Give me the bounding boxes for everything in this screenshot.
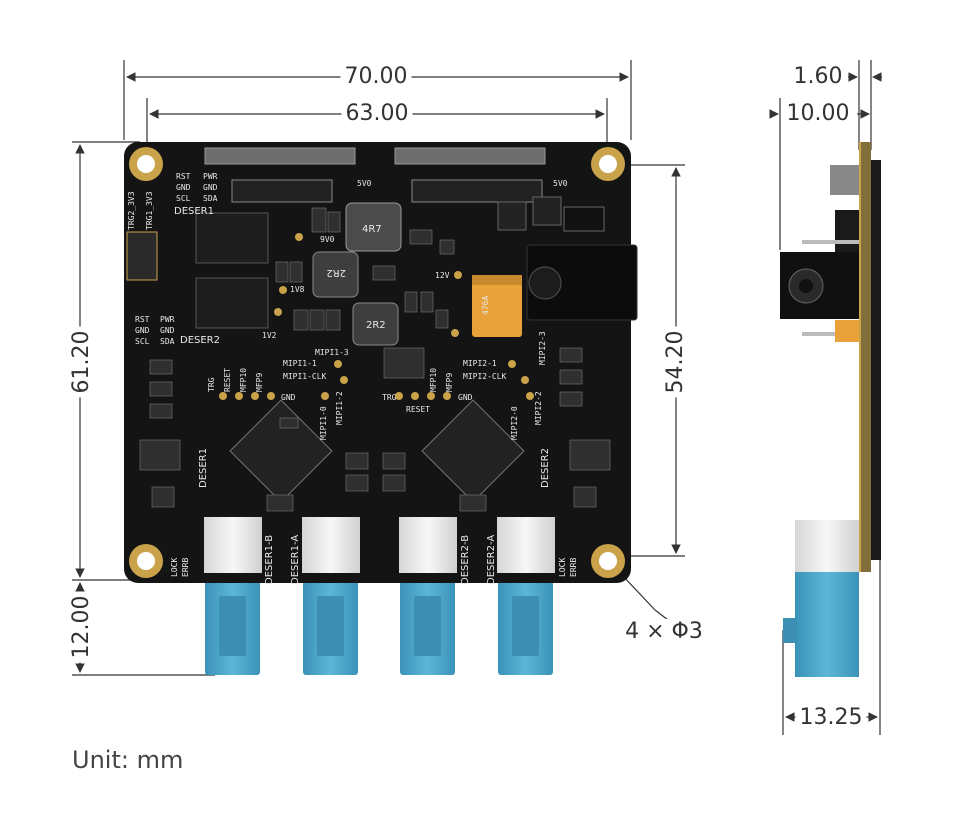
svg-text:5V0: 5V0	[553, 179, 568, 188]
svg-text:MIPI2-2: MIPI2-2	[534, 391, 543, 425]
dim-side-width: 13.25	[795, 705, 867, 731]
svg-text:SDA: SDA	[203, 194, 218, 203]
svg-text:1V8: 1V8	[290, 285, 305, 294]
svg-text:MIPI1-3: MIPI1-3	[315, 348, 349, 357]
svg-text:GND: GND	[203, 183, 218, 192]
mounting-holes	[129, 147, 625, 578]
board-side-view	[780, 142, 881, 677]
svg-text:GND: GND	[458, 393, 473, 402]
svg-text:9V0: 9V0	[320, 235, 335, 244]
svg-text:TRG1_3V3: TRG1_3V3	[145, 191, 154, 230]
svg-text:RST: RST	[176, 172, 191, 181]
svg-text:1V2: 1V2	[262, 331, 277, 340]
svg-text:4R7: 4R7	[362, 224, 382, 235]
svg-text:SCL: SCL	[176, 194, 191, 203]
svg-text:SCL: SCL	[135, 337, 150, 346]
svg-text:5V0: 5V0	[357, 179, 372, 188]
svg-text:PWR: PWR	[160, 315, 175, 324]
svg-text:DESER1: DESER1	[198, 448, 209, 488]
svg-text:PWR: PWR	[203, 172, 218, 181]
svg-text:2R2: 2R2	[366, 320, 386, 331]
svg-text:MIPI2-3: MIPI2-3	[538, 331, 547, 365]
dim-right-height: 54.20	[663, 326, 689, 398]
svg-text:GND: GND	[135, 326, 150, 335]
svg-text:RESET: RESET	[223, 368, 232, 392]
svg-text:DESER2: DESER2	[180, 335, 220, 346]
svg-text:MIPI1-CLK: MIPI1-CLK	[283, 372, 327, 381]
coax-connectors	[205, 572, 553, 675]
svg-text:TRG: TRG	[207, 377, 216, 392]
svg-text:476A: 476A	[481, 296, 490, 315]
svg-text:DESER2-B: DESER2-B	[460, 535, 471, 585]
svg-text:RESET: RESET	[406, 405, 430, 414]
dim-left-height: 61.20	[69, 326, 95, 398]
svg-text:DESER1-B: DESER1-B	[264, 535, 275, 585]
svg-text:DESER1: DESER1	[174, 206, 214, 217]
silkscreen: RST PWR GND GND SCL SDA RST PWR GND GND …	[127, 172, 578, 585]
dim-bottom-height: 12.00	[69, 591, 95, 663]
svg-text:2R2: 2R2	[326, 267, 346, 278]
dim-side-offset: 10.00	[782, 101, 854, 127]
svg-text:ERRB: ERRB	[181, 558, 190, 577]
svg-text:MIPI1-0: MIPI1-0	[319, 406, 328, 440]
svg-text:MIPI1-2: MIPI1-2	[335, 391, 344, 425]
svg-text:DESER1-A: DESER1-A	[290, 535, 301, 585]
svg-text:MIPI2-CLK: MIPI2-CLK	[463, 372, 507, 381]
svg-text:GND: GND	[176, 183, 191, 192]
connector-housings	[204, 517, 555, 573]
svg-text:GND: GND	[160, 326, 175, 335]
svg-text:RST: RST	[135, 315, 150, 324]
svg-text:MFP9: MFP9	[255, 373, 264, 392]
svg-text:MFP10: MFP10	[239, 368, 248, 392]
svg-text:TRG2_3V3: TRG2_3V3	[127, 191, 136, 230]
svg-text:SDA: SDA	[160, 337, 175, 346]
svg-text:ERRB: ERRB	[569, 558, 578, 577]
svg-text:MIPI2-1: MIPI2-1	[463, 359, 497, 368]
svg-text:MIPI1-1: MIPI1-1	[283, 359, 317, 368]
svg-text:DESER2-A: DESER2-A	[486, 535, 497, 585]
svg-text:MFP9: MFP9	[445, 373, 454, 392]
svg-text:TRG: TRG	[382, 393, 397, 402]
board-front-view: RST PWR GND GND SCL SDA RST PWR GND GND …	[124, 142, 638, 675]
svg-text:LOCK: LOCK	[558, 558, 567, 577]
dim-side-thickness: 1.60	[789, 64, 847, 90]
unit-label: Unit: mm	[72, 746, 184, 774]
svg-text:LOCK: LOCK	[170, 558, 179, 577]
svg-text:MFP10: MFP10	[429, 368, 438, 392]
svg-text:MIPI2-0: MIPI2-0	[510, 406, 519, 440]
svg-text:GND: GND	[281, 393, 296, 402]
dim-top-inner: 63.00	[341, 101, 413, 127]
svg-text:12V: 12V	[435, 271, 450, 280]
dim-top-outer: 70.00	[340, 64, 412, 90]
svg-text:DESER2: DESER2	[540, 448, 551, 488]
dim-hole-spec: 4 × Φ3	[621, 619, 707, 645]
